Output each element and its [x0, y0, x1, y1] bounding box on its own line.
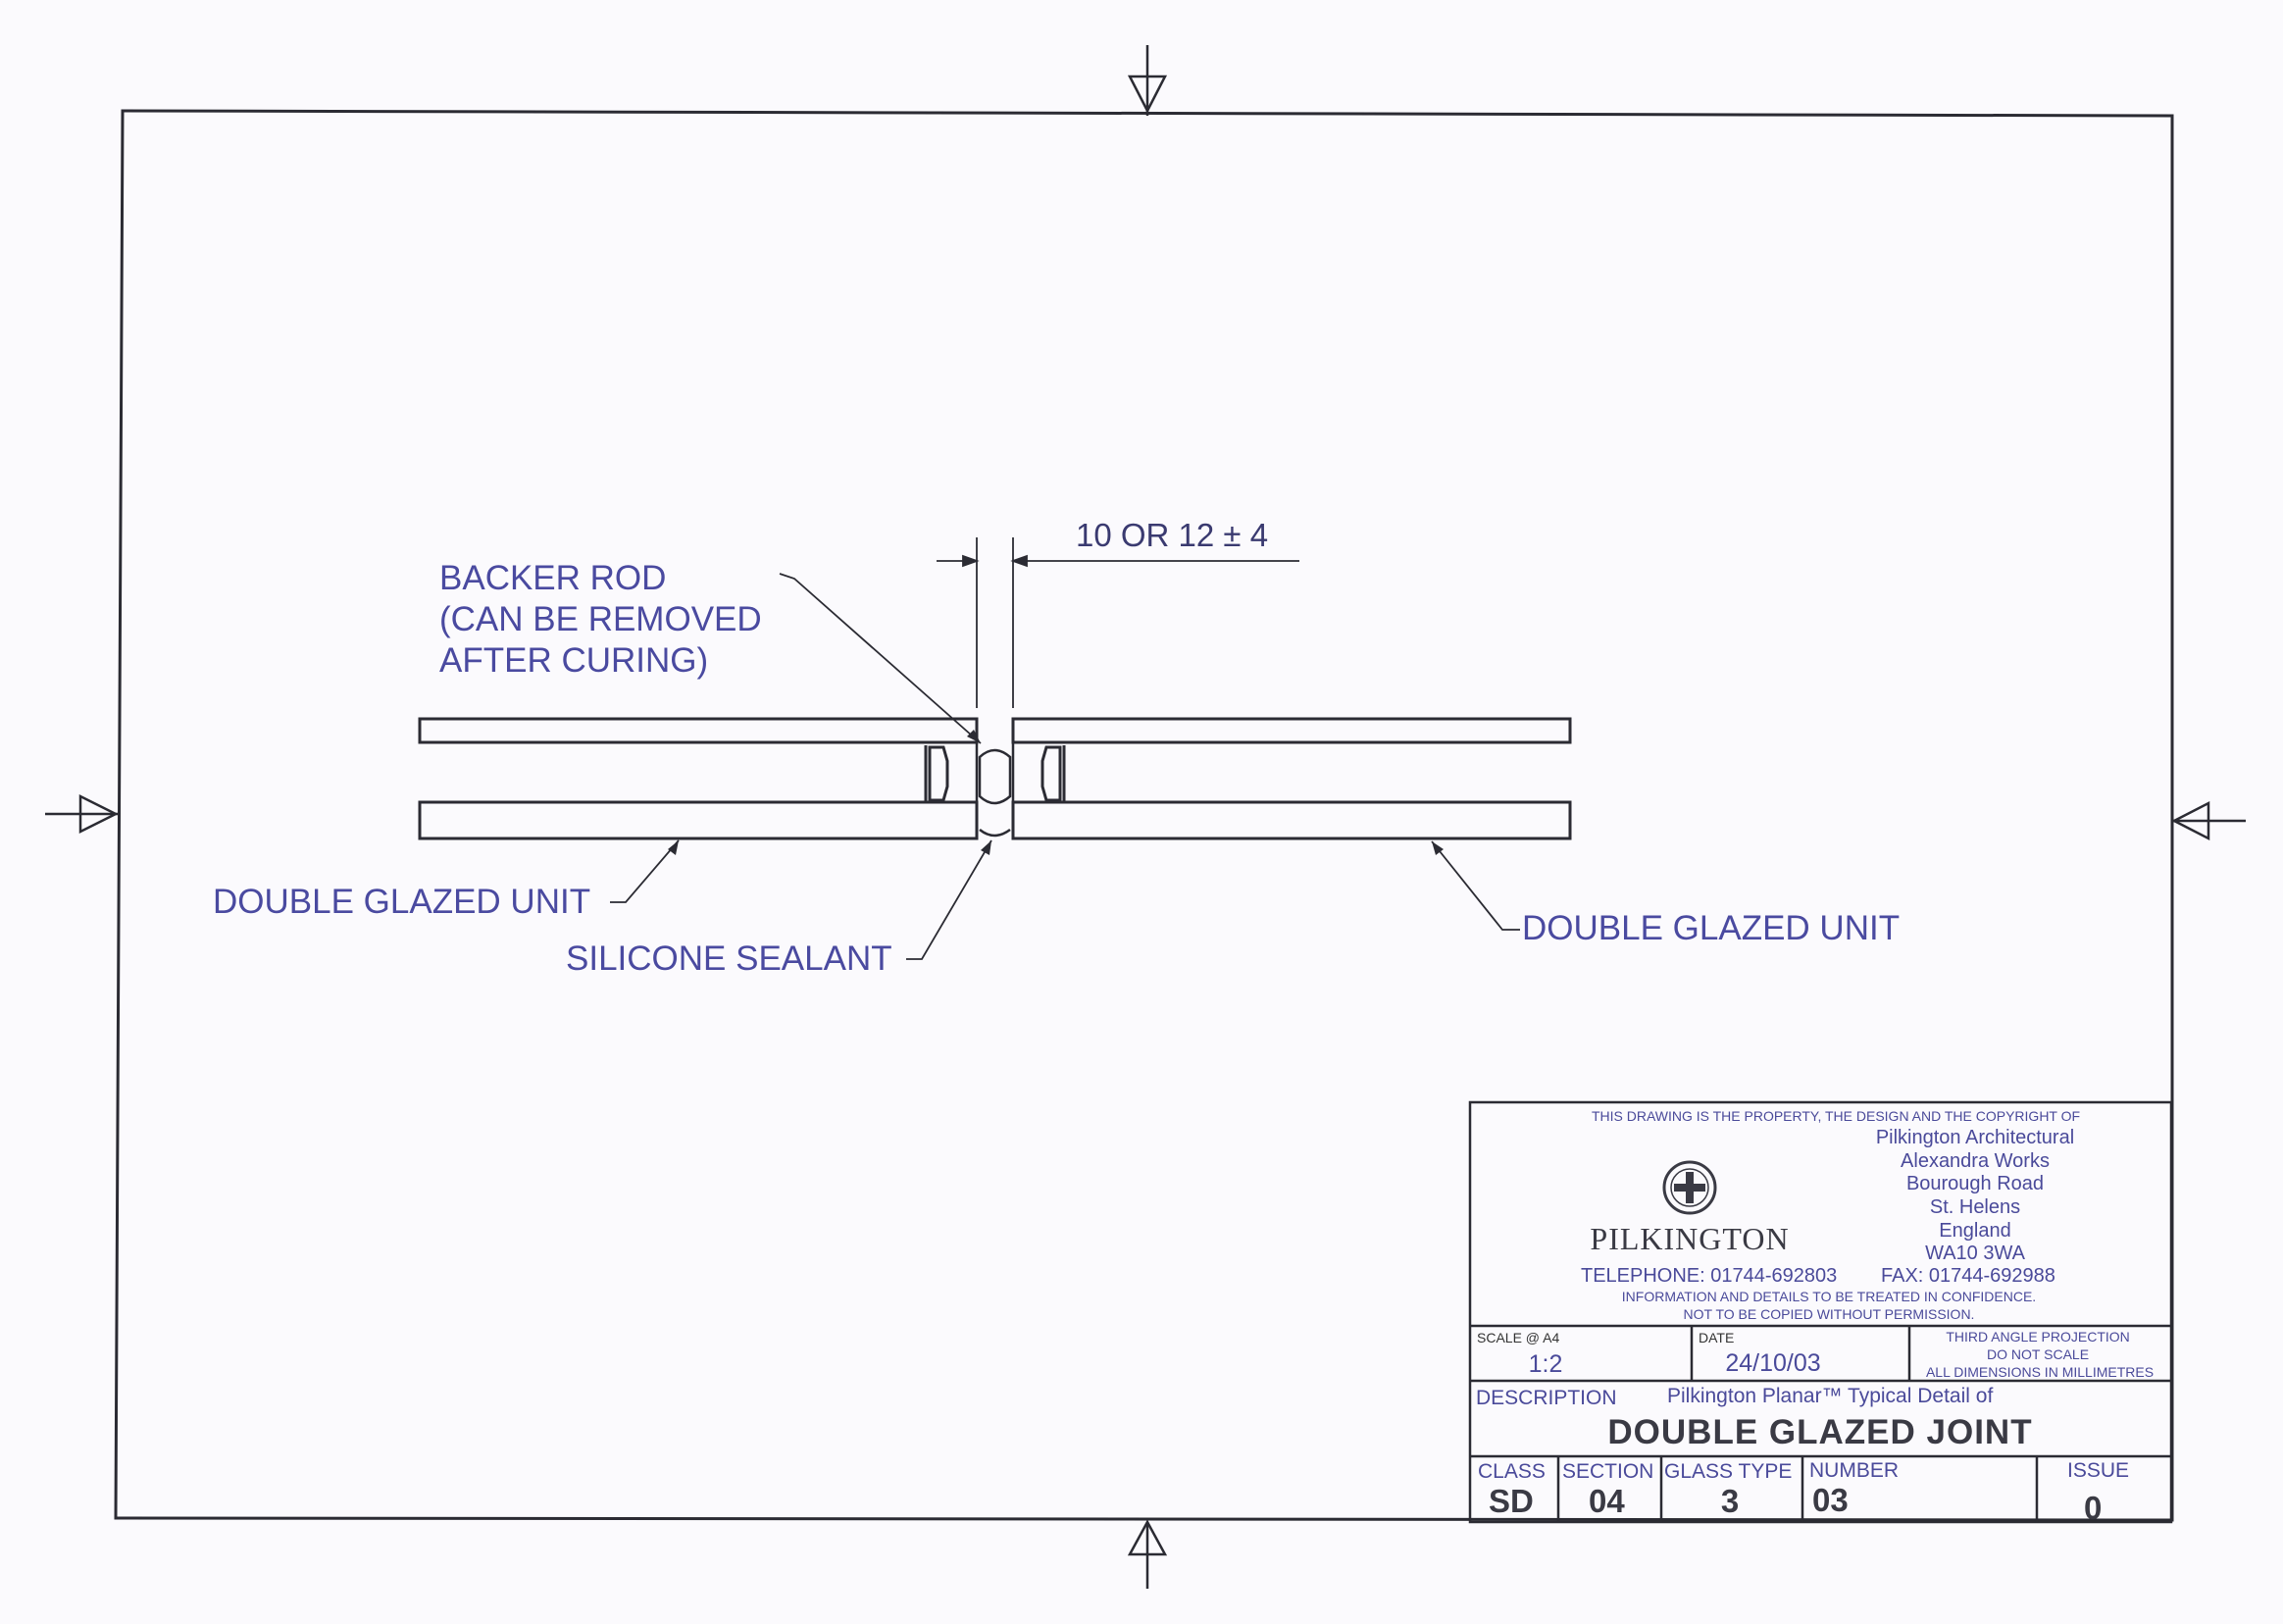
svg-text:Alexandra Works: Alexandra Works: [1901, 1150, 2050, 1172]
silicone-sealant-label: SILICONE SEALANT: [566, 939, 892, 978]
section-value: 04: [1589, 1483, 1625, 1519]
confidential-line-2: NOT TO BE COPIED WITHOUT PERMISSION.: [1684, 1306, 1975, 1322]
title-block: THIS DRAWING IS THE PROPERTY, THE DESIGN…: [1468, 1100, 2173, 1526]
description-caption: DESCRIPTION: [1476, 1387, 1617, 1409]
double-glazed-unit-left: [418, 717, 979, 840]
description-title: DOUBLE GLAZED JOINT: [1607, 1413, 2032, 1451]
svg-text:Pilkington Architectural: Pilkington Architectural: [1876, 1127, 2074, 1148]
dimension-joint-width: [937, 537, 1299, 708]
section-marker-top: [1127, 45, 1168, 116]
class-caption: CLASS: [1478, 1460, 1546, 1483]
fax: FAX: 01744-692988: [1881, 1265, 2055, 1287]
date-value: 24/10/03: [1725, 1349, 1820, 1377]
svg-text:St. Helens: St. Helens: [1930, 1196, 2020, 1218]
backer-rod-label: BACKER ROD (CAN BE REMOVED AFTER CURING): [439, 559, 771, 680]
backer-rod: [978, 748, 1012, 805]
number-value: 03: [1812, 1482, 1849, 1518]
spacer-left: [928, 745, 949, 802]
dgu-right-label: DOUBLE GLAZED UNIT: [1522, 909, 1900, 947]
svg-text:England: England: [1939, 1220, 2010, 1242]
dgu-left-label: DOUBLE GLAZED UNIT: [213, 883, 590, 921]
silicone-sealant-joint: [975, 719, 1015, 838]
section-marker-right: [2171, 800, 2246, 841]
projection-note: THIRD ANGLE PROJECTION DO NOT SCALE ALL …: [1926, 1329, 2154, 1380]
pilkington-logo-icon: [1662, 1160, 1717, 1215]
svg-text:Bourough Road: Bourough Road: [1906, 1173, 2044, 1194]
glass-type-caption: GLASS TYPE: [1664, 1460, 1792, 1483]
spacer-right: [1040, 745, 1062, 802]
description-sub: Pilkington Planar™ Typical Detail of: [1667, 1385, 1993, 1407]
telephone: TELEPHONE: 01744-692803: [1581, 1265, 1837, 1287]
logo-wordmark: PILKINGTON: [1590, 1221, 1789, 1256]
number-caption: NUMBER: [1809, 1459, 1899, 1482]
glass-type-value: 3: [1721, 1483, 1739, 1519]
class-value: SD: [1489, 1483, 1534, 1519]
issue-value: 0: [2084, 1490, 2102, 1526]
property-notice: THIS DRAWING IS THE PROPERTY, THE DESIGN…: [1592, 1108, 2080, 1124]
leader-lines: [610, 573, 1520, 960]
date-caption: DATE: [1699, 1330, 1734, 1345]
confidential-line-1: INFORMATION AND DETAILS TO BE TREATED IN…: [1622, 1289, 2036, 1304]
double-glazed-unit-right: [1011, 717, 1572, 840]
address-block: Pilkington Architectural Alexandra Works…: [1876, 1127, 2074, 1264]
dimension-label: 10 OR 12 ± 4: [1076, 517, 1268, 553]
issue-caption: ISSUE: [2067, 1459, 2129, 1482]
svg-text:WA10 3WA: WA10 3WA: [1925, 1243, 2026, 1264]
section-marker-bottom: [1127, 1519, 1168, 1589]
section-caption: SECTION: [1562, 1460, 1653, 1483]
scale-caption: SCALE @ A4: [1477, 1330, 1559, 1345]
scale-value: 1:2: [1529, 1350, 1563, 1378]
section-marker-left: [45, 793, 119, 835]
